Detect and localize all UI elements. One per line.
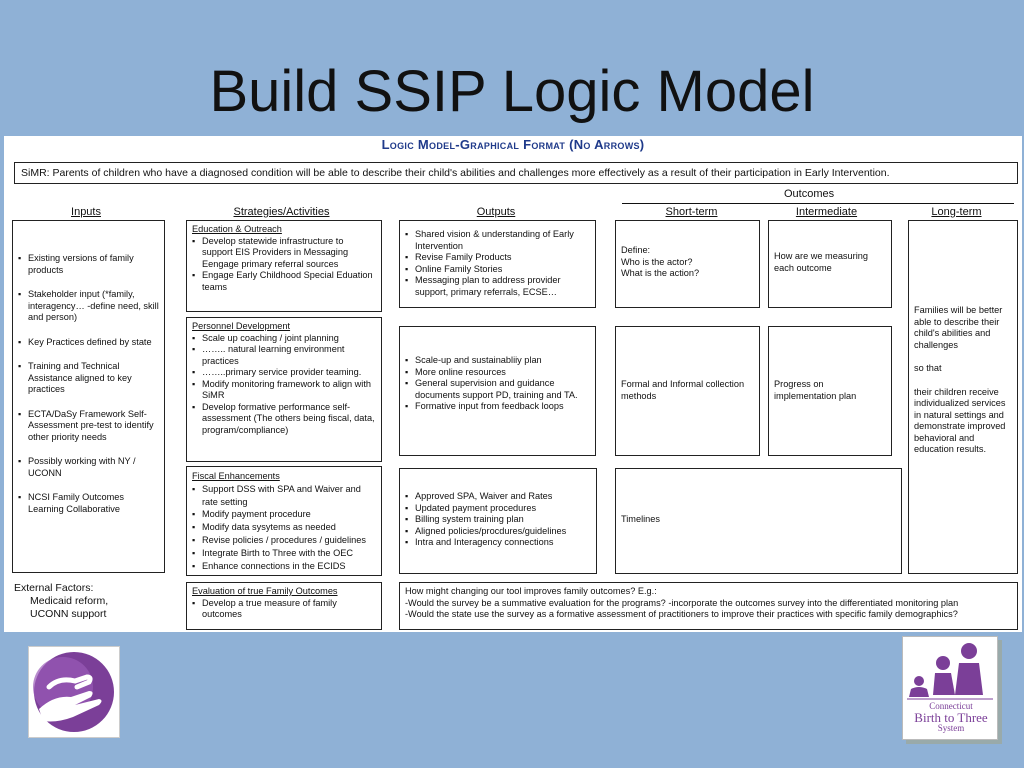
column-header-strategies: Strategies/Activities [233,206,330,218]
output-item: Revise Family Products [405,252,590,264]
slide-title: Build SSIP Logic Model [209,59,815,124]
output-item: Intra and Interagency connections [405,537,591,549]
column-header-short-term: Short-term [665,206,718,218]
strategy-personnel-development: Personnel Development Scale up coaching … [186,317,382,462]
external-factor-item: Medicaid reform, [30,595,109,607]
strategy-title: Personnel Development [192,321,291,331]
output-item: Scale-up and sustainabliiy plan [405,355,590,367]
strategy-item: Modify data sysytems as needed [192,521,376,534]
column-header-outputs: Outputs [476,206,516,218]
input-item: Existing versions of family products [18,253,159,276]
hands-logo [28,646,120,738]
intermediate-text: How are we measuring each outcome [774,251,868,273]
column-header-inputs: Inputs [71,206,101,218]
output-item: Billing system training plan [405,514,591,526]
short-term-text: Who is the actor? [621,256,693,267]
children-silhouette-icon [907,643,993,700]
output-item: Formative input from feedback loops [405,401,590,413]
outcomes-label: Outcomes [784,188,835,200]
question-text: -Would the state use the survey as a for… [405,609,958,619]
output-item: Shared vision & understanding of Early I… [405,229,590,252]
output-item: Messaging plan to address provider suppo… [405,275,590,298]
short-term-text: Timelines [621,514,660,524]
short-term-box-3: Timelines [615,468,902,574]
strategy-item: ……..primary service provider teaming. [192,367,376,379]
external-factors-label: External Factors: [14,582,94,594]
strategy-item: Scale up coaching / joint planning [192,333,376,345]
strategy-evaluation: Evaluation of true Family Outcomes Devel… [186,582,382,630]
strategy-item: Modify payment procedure [192,508,376,521]
strategy-item: Enhance connections in the ECIDS [192,560,376,573]
intermediate-text: Progress on implementation plan [774,379,857,401]
external-factors: External Factors: Medicaid reform, UCONN… [14,582,174,621]
hands-logo-icon [33,652,114,732]
logo-text: System [937,723,965,733]
simr-statement: SiMR: Parents of children who have a dia… [14,162,1018,184]
strategy-item: Engage Early Childhood Special Eduation … [192,270,376,293]
strategy-item: Support DSS with SPA and Waiver and rate… [192,483,376,509]
long-term-text: Families will be better able to describe… [914,305,1003,350]
strategy-item: Revise policies / procedures / guideline… [192,534,376,547]
column-header-intermediate: Intermediate [795,206,858,218]
output-item: Approved SPA, Waiver and Rates [405,491,591,503]
short-term-box-2: Formal and Informal collection methods [615,326,760,456]
long-term-text: so that [914,363,942,373]
inputs-box: Existing versions of family products Sta… [12,220,165,573]
long-term-box: Families will be better able to describe… [908,220,1018,574]
input-item: Training and Technical Assistance aligne… [18,361,159,396]
short-term-text: What is the action? [621,268,700,278]
output-item: More online resources [405,367,590,379]
input-item: Stakeholder input (*family, interagency…… [18,289,159,324]
column-header-long-term: Long-term [931,206,982,218]
input-item: Possibly working with NY / UCONN [18,456,159,479]
outputs-box-3: Approved SPA, Waiver and Rates Updated p… [399,468,597,574]
external-factor-item: UCONN support [30,608,107,620]
question-text: -Would the survey be a summative evaluat… [405,597,959,608]
outputs-box-1: Shared vision & understanding of Early I… [399,220,596,308]
outputs-box-2: Scale-up and sustainabliiy plan More onl… [399,326,596,456]
strategy-education-outreach: Education & Outreach Develop statewide i… [186,220,382,312]
strategy-item: Develop a true measure of family outcome… [192,598,376,621]
strategy-fiscal-enhancements: Fiscal Enhancements Support DSS with SPA… [186,466,382,576]
input-item: NCSI Family Outcomes Learning Collaborat… [18,492,159,515]
logic-model-panel: Logic Model-Graphical Format (No Arrows)… [4,136,1022,632]
intermediate-box-2: Progress on implementation plan [768,326,892,456]
short-term-text: Define: [621,245,651,255]
logo-text: Birth to Three [914,710,988,725]
strategy-item: Develop statewide infrastructure to supp… [192,236,376,271]
strategy-item: Develop formative performance self-asses… [192,402,376,437]
birth-to-three-logo: Connecticut Birth to Three System [902,636,998,740]
strategy-item: Integrate Birth to Three with the OEC [192,547,376,560]
logo-text: Connecticut [929,701,973,711]
logo-wordmark: Connecticut Birth to Three System [905,701,997,734]
output-item: Updated payment procedures [405,503,591,515]
strategy-item: Modify monitoring framework to align wit… [192,379,376,402]
output-item: Aligned policies/procdures/guidelines [405,526,591,538]
questions-box: How might changing our tool improves fam… [399,582,1018,630]
logic-model-heading: Logic Model-Graphical Format (No Arrows) [381,137,645,152]
strategy-title: Fiscal Enhancements [192,471,280,481]
strategy-title: Evaluation of true Family Outcomes [192,586,338,596]
outcomes-divider [622,203,1014,204]
long-term-text: their children receive individualized se… [914,386,1006,455]
input-item: ECTA/DaSy Framework Self-Assessment pre-… [18,409,159,444]
strategy-item: …….. natural learning environment practi… [192,344,376,367]
input-item: Key Practices defined by state [18,337,159,349]
output-item: General supervision and guidance documen… [405,378,590,401]
short-term-text: Formal and Informal collection methods [621,379,745,401]
strategy-title: Education & Outreach [192,224,282,234]
intermediate-box-1: How are we measuring each outcome [768,220,892,308]
question-text: How might changing our tool improves fam… [405,586,657,596]
short-term-box-1: Define: Who is the actor? What is the ac… [615,220,760,308]
output-item: Online Family Stories [405,264,590,276]
